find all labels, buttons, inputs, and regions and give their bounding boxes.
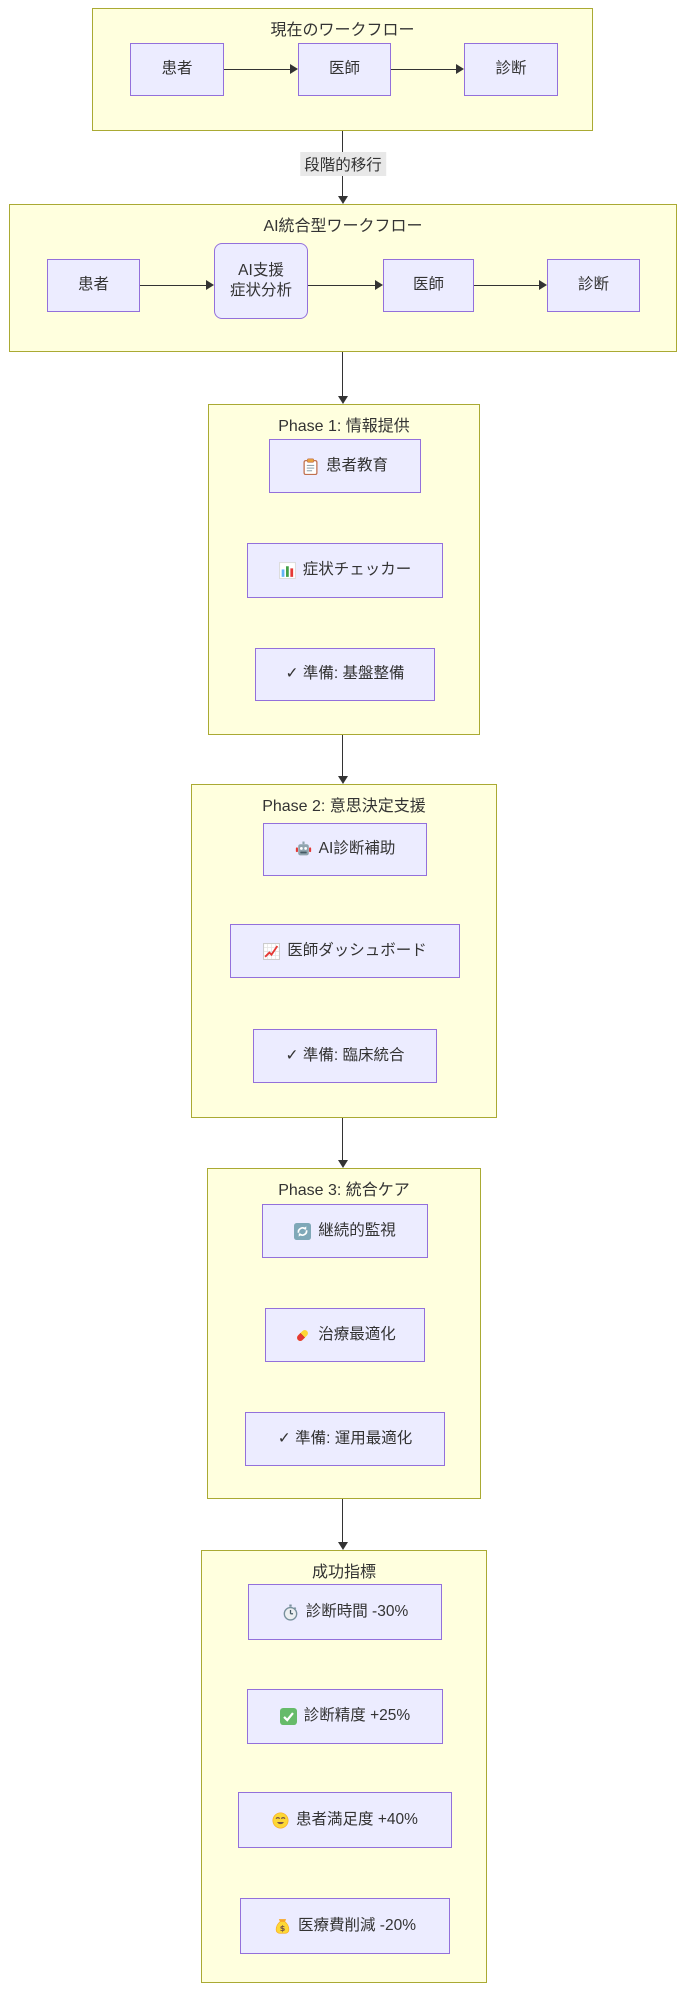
node-label: 患者満足度 +40% [296,1810,418,1828]
node-doctor: 医師 [298,43,391,96]
edge-line [308,285,376,286]
subgraph-phase3: Phase 3: 統合ケア 継続的監視 治療最適化 ✓ 準備: 運用最適化 [207,1168,481,1499]
pill-icon [297,1329,309,1341]
subgraph-ai-workflow: AI統合型ワークフロー 患者 AI支援 症状分析 医師 診断 [9,204,677,352]
subgraph-title: 成功指標 [311,1564,376,1581]
node-patient: 患者 [130,43,224,96]
node-label: 診断精度 +25% [303,1707,411,1725]
node-continuous-monitoring: 継続的監視 [262,1204,428,1258]
node-label: 診断 [495,60,527,78]
edge-line [391,69,457,70]
node-label: ✓ 準備: 基盤整備 [285,665,405,683]
node-doctor-dashboard: 医師ダッシュボード [230,924,460,978]
node-label: ✓ 準備: 臨床統合 [285,1046,405,1064]
node-label: 医師ダッシュボード [287,941,427,959]
subgraph-phase2: Phase 2: 意思決定支援 AI診断補助 医師ダッシュボード ✓ 準備: 臨… [191,784,497,1118]
arrow-down-icon [338,776,348,784]
node-label-line2: 症状分析 [229,282,292,299]
node-patient-education: 患者教育 [269,439,421,493]
svg-text:$: $ [280,1923,286,1932]
node-readiness-foundation: ✓ 準備: 基盤整備 [255,648,435,701]
edge-label: 段階的移行 [300,152,386,176]
node-label: ✓ 準備: 運用最適化 [277,1429,413,1447]
edge-line [474,285,540,286]
robot-icon [295,841,311,856]
edge-line [342,735,343,777]
node-label: AI診断補助 [318,840,396,858]
node-label: 患者 [77,276,109,294]
subgraph-success-metrics: 成功指標 診断時間 -30% 診断精度 +25% 患者満足度 +40% $ 医療… [201,1550,487,1983]
edge-line [342,1118,343,1161]
arrow-right-icon [539,280,547,290]
node-doctor: 医師 [383,259,474,312]
arrow-right-icon [375,280,383,290]
subgraph-title: AI統合型ワークフロー [263,218,423,235]
subgraph-title: Phase 3: 統合ケア [278,1182,410,1199]
node-patient-satisfaction: 患者満足度 +40% [238,1792,452,1848]
node-cost-reduction: $ 医療費削減 -20% [240,1898,450,1954]
arrow-right-icon [290,64,298,74]
smiley-icon [272,1812,289,1828]
edge-line [342,1499,343,1543]
node-label: 医師 [328,60,360,78]
node-treatment-optimization: 治療最適化 [265,1308,425,1362]
node-label: 継続的監視 [318,1221,396,1239]
node-readiness-operations: ✓ 準備: 運用最適化 [245,1412,445,1466]
stopwatch-icon [283,1604,298,1621]
check-green-icon [279,1708,297,1725]
arrow-down-icon [338,1160,348,1168]
node-readiness-clinical: ✓ 準備: 臨床統合 [253,1029,437,1083]
clipboard-icon [303,458,318,475]
node-label: 患者教育 [325,456,388,474]
chart-up-icon [263,942,281,960]
node-patient: 患者 [47,259,140,312]
subgraph-phase1: Phase 1: 情報提供 患者教育 症状チェッカー ✓ 準備: 基盤整備 [208,404,480,735]
edge-line [140,285,207,286]
node-label: 医療費削減 -20% [298,1916,416,1934]
node-label: 治療最適化 [318,1325,396,1343]
node-label: 診断 [577,276,609,294]
subgraph-title: Phase 1: 情報提供 [278,418,410,435]
arrow-right-icon [456,64,464,74]
arrow-right-icon [206,280,214,290]
edge-line [224,69,291,70]
node-label: 医師 [412,276,444,294]
arrow-down-icon [338,196,348,204]
bar-chart-icon [278,562,296,579]
subgraph-title: 現在のワークフロー [270,22,415,39]
arrow-down-icon [338,396,348,404]
node-diagnosis: 診断 [464,43,558,96]
node-diagnosis: 診断 [547,259,640,312]
edge-line [342,352,343,397]
node-ai-diagnosis-assist: AI診断補助 [263,823,427,876]
node-label: 診断時間 -30% [305,1602,409,1620]
node-label: 症状チェッカー [302,561,412,579]
subgraph-title: Phase 2: 意思決定支援 [262,798,426,815]
subgraph-current-workflow: 現在のワークフロー 患者 医師 診断 [92,8,593,131]
arrow-down-icon [338,1542,348,1550]
node-label-line1: AI支援 [238,261,284,279]
node-ai-symptom-analysis: AI支援 症状分析 [214,243,308,319]
moneybag-icon: $ [275,1918,290,1934]
refresh-icon [294,1222,312,1240]
node-label: 患者 [161,60,193,78]
node-diagnosis-accuracy: 診断精度 +25% [247,1689,443,1744]
node-symptom-checker: 症状チェッカー [247,543,443,598]
node-diagnosis-time: 診断時間 -30% [248,1584,442,1640]
